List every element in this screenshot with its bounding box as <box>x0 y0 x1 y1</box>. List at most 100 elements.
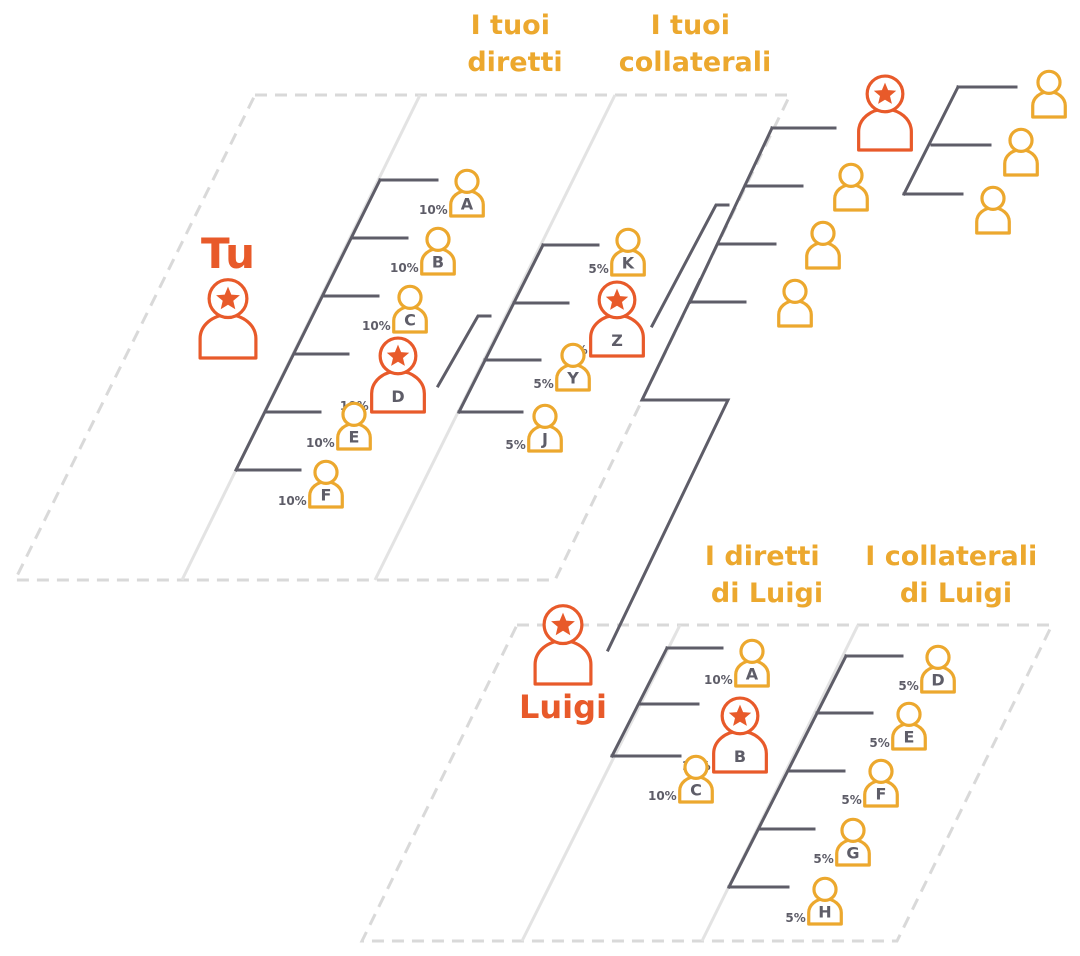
person-head <box>838 162 864 188</box>
z-trunk <box>688 126 774 304</box>
person-body <box>975 206 1011 235</box>
person-head <box>425 226 451 252</box>
person-head <box>341 401 367 427</box>
header-collaterali-luigi: I collaterali di Luigi <box>865 541 1046 609</box>
label-luigi: Luigi <box>519 688 607 726</box>
header-diretti-luigi: I diretti di Luigi <box>705 541 829 609</box>
member-letter: Y <box>566 369 579 388</box>
member-luigi-direct-A: A 10% <box>704 638 770 688</box>
z-connector <box>649 203 730 329</box>
person-body <box>533 639 593 686</box>
person-z-child-1 <box>805 220 841 270</box>
person-far-right-2 <box>975 185 1011 235</box>
member-luigi-collateral-D: D 5% <box>898 644 956 694</box>
person-body <box>777 299 813 328</box>
person-head <box>1008 127 1034 153</box>
lower-plane-divider-1 <box>520 624 682 942</box>
member-tu-collateral-K: K 5% <box>588 227 646 277</box>
member-luigi-collateral-H: H 5% <box>785 876 843 926</box>
member-letter: C <box>690 781 702 800</box>
member-luigi-collateral-G: G5% <box>813 817 871 867</box>
header-tuoi-collaterali: I tuoi collaterali <box>619 10 772 78</box>
member-tu-direct-B: B 10% <box>390 226 456 276</box>
commission-percent: 10% <box>704 673 733 687</box>
member-letter: D <box>391 387 404 406</box>
member-tu-direct-F: F 10% <box>278 459 344 509</box>
person-head <box>840 817 866 843</box>
person-body <box>1031 90 1067 119</box>
member-letter: B <box>734 747 746 766</box>
star-icon <box>873 82 897 104</box>
member-letter: A <box>746 665 759 684</box>
member-letter: K <box>622 254 635 273</box>
person-head <box>810 220 836 246</box>
commission-percent: 5% <box>533 377 553 391</box>
member-tu-direct-E: E10% <box>306 401 372 451</box>
person-head <box>1036 69 1062 95</box>
collateral-trunk <box>456 242 546 415</box>
person-head <box>454 168 480 194</box>
person-body <box>805 241 841 270</box>
person-head <box>683 754 709 780</box>
commission-percent: 10% <box>419 203 448 217</box>
person-head <box>532 403 558 429</box>
star-icon <box>216 286 240 310</box>
member-letter: D <box>931 671 944 690</box>
member-luigi-collateral-F: F 5% <box>841 758 899 808</box>
person-z-child-2 <box>777 278 813 328</box>
person-head <box>560 342 586 368</box>
far-right-trunk <box>901 84 961 197</box>
lower-plane <box>359 623 1055 943</box>
person-body <box>857 107 913 152</box>
link-to-luigi <box>605 277 731 653</box>
commission-percent: 10% <box>362 319 391 333</box>
commission-percent: 10% <box>390 261 419 275</box>
commission-percent: 5% <box>785 911 805 925</box>
member-tu-direct-A: A 10% <box>419 168 485 218</box>
people-layer: A10%B10%C10%D10%E10%F10%K5%Z5%Y5%J5%A10%… <box>198 69 1067 926</box>
person-head <box>980 185 1006 211</box>
commission-percent: 5% <box>898 679 918 693</box>
person-far-right-0 <box>1031 69 1067 119</box>
person-far-right-1 <box>1003 127 1039 177</box>
person-z-child-0 <box>833 162 869 212</box>
person-body <box>833 183 869 212</box>
header-tuoi-diretti: I tuoi diretti <box>467 10 562 78</box>
person-head <box>615 227 641 253</box>
person-head <box>812 876 838 902</box>
person-luigi <box>533 604 593 686</box>
person-head <box>313 459 339 485</box>
star-icon <box>386 344 410 366</box>
person-head <box>868 758 894 784</box>
member-letter: J <box>541 430 548 449</box>
person-head <box>782 278 808 304</box>
commission-percent: 5% <box>588 262 608 276</box>
member-letter: F <box>321 486 332 505</box>
person-body <box>1003 148 1039 177</box>
commission-percent: 10% <box>278 494 307 508</box>
member-letter: C <box>404 311 416 330</box>
commission-percent: 5% <box>841 793 861 807</box>
tree-lines <box>233 84 1018 890</box>
commission-percent: 5% <box>505 438 525 452</box>
label-tu: Tu <box>201 229 255 278</box>
member-letter: H <box>818 903 831 922</box>
member-letter: E <box>349 428 360 447</box>
commission-percent: 5% <box>869 736 889 750</box>
person-z-highlight <box>857 74 913 152</box>
member-letter: A <box>461 195 474 214</box>
person-tu <box>198 278 258 360</box>
star-icon <box>728 704 752 726</box>
member-letter: Z <box>611 331 623 350</box>
star-icon <box>605 288 629 310</box>
member-luigi-direct-C: C10% <box>648 754 714 804</box>
member-tu-collateral-Y: Y 5% <box>533 342 591 392</box>
person-body <box>198 313 258 360</box>
member-letter: E <box>904 728 915 747</box>
member-letter: F <box>876 785 887 804</box>
member-tu-direct-D: D10% <box>340 336 426 414</box>
star-icon <box>551 612 575 636</box>
tu-trunk <box>233 177 383 473</box>
member-letter: B <box>432 253 444 272</box>
